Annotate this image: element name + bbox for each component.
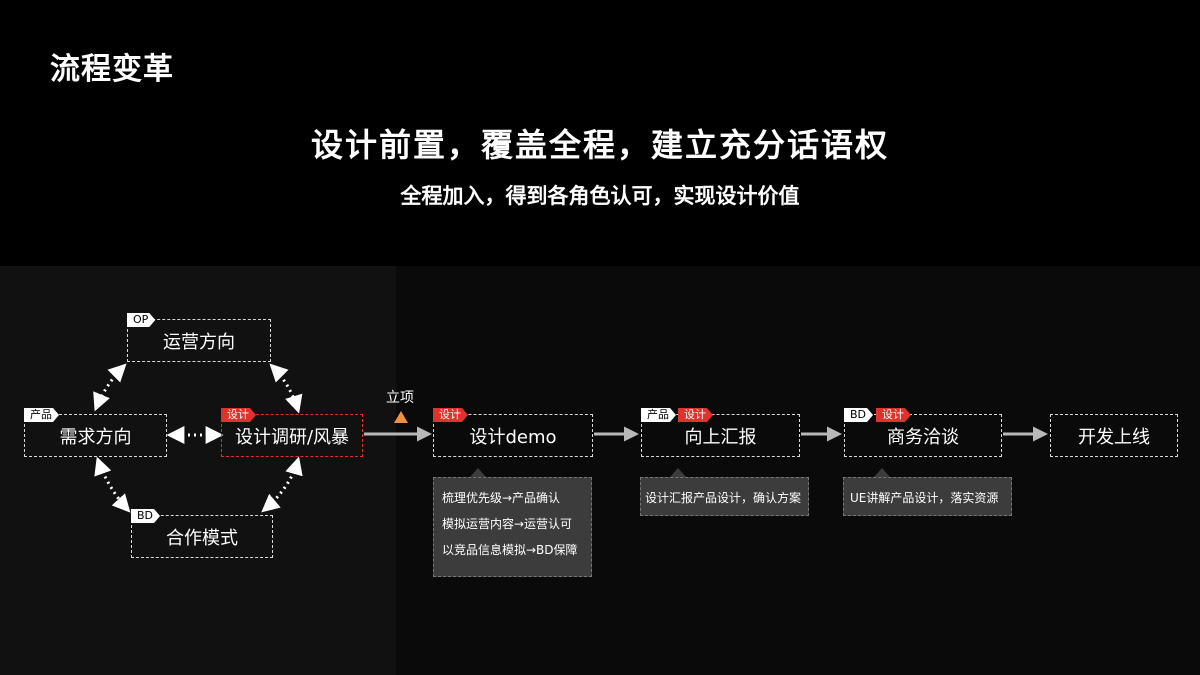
node-research-label: 设计调研/风暴 — [234, 426, 350, 448]
note-negotiation: UE讲解产品设计，落实资源 — [843, 477, 1012, 516]
page-title: 流程变革 — [50, 52, 174, 87]
tag-bd: BD — [131, 509, 160, 523]
note-demo-line: 梳理优先级→产品确认 — [442, 491, 561, 505]
node-negotiation: 商务洽谈 — [844, 414, 1002, 457]
node-research: 设计调研/风暴 — [221, 414, 363, 457]
milestone-marker — [394, 411, 408, 423]
node-operation: 运营方向 — [127, 319, 271, 362]
node-development: 开发上线 — [1050, 414, 1178, 457]
tag-report-product: 产品 — [641, 408, 676, 422]
note-demo: 梳理优先级→产品确认 模拟运营内容→运营认可 以竞品信息模拟→BD保障 — [433, 477, 592, 577]
node-demo: 设计demo — [433, 414, 593, 457]
tag-op: OP — [127, 313, 155, 327]
note-negotiation-line: UE讲解产品设计，落实资源 — [850, 491, 999, 505]
note-report: 设计汇报产品设计，确认方案 — [640, 477, 809, 516]
left-panel — [0, 266, 396, 675]
note-demo-line: 以竞品信息模拟→BD保障 — [442, 543, 578, 557]
node-cooperation: 合作模式 — [131, 515, 273, 558]
milestone-label: 立项 — [386, 390, 414, 406]
arrow-op-demand — [93, 363, 127, 412]
node-demand: 需求方向 — [24, 414, 167, 457]
note-report-caret — [670, 468, 686, 477]
headline: 设计前置，覆盖全程，建立充分话语权 — [310, 126, 889, 164]
tag-report-design: 设计 — [678, 408, 713, 422]
tag-negotiation-design: 设计 — [876, 408, 911, 422]
arrow-research-bd — [261, 456, 303, 513]
node-demo-label: 设计demo — [469, 426, 557, 448]
node-negotiation-label: 商务洽谈 — [887, 426, 959, 448]
node-cooperation-label: 合作模式 — [166, 527, 238, 549]
note-demo-caret — [470, 468, 486, 477]
tag-demand-product: 产品 — [24, 408, 59, 422]
note-demo-line: 模拟运营内容→运营认可 — [442, 517, 573, 531]
note-negotiation-caret — [874, 468, 890, 477]
node-report-label: 向上汇报 — [684, 426, 757, 448]
tag-research-design: 设计 — [221, 408, 256, 422]
tag-negotiation-bd: BD — [844, 408, 873, 422]
note-report-line: 设计汇报产品设计，确认方案 — [645, 491, 802, 505]
node-demand-label: 需求方向 — [59, 426, 132, 448]
arrow-demand-bd — [94, 456, 131, 513]
subline: 全程加入，得到各角色认可，实现设计价值 — [400, 184, 800, 208]
node-report: 向上汇报 — [641, 414, 800, 457]
right-panel — [396, 266, 1200, 675]
node-development-label: 开发上线 — [1078, 426, 1150, 448]
arrow-op-research — [269, 363, 303, 414]
tag-demo-design: 设计 — [433, 408, 468, 422]
node-operation-label: 运营方向 — [163, 331, 235, 353]
